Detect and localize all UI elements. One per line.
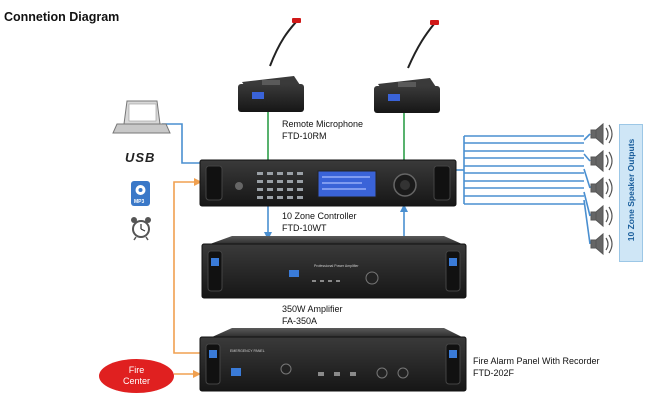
mp3-label: MP3 — [134, 199, 145, 205]
remote-mic-2 — [374, 20, 440, 113]
speaker-icon-1 — [590, 122, 613, 146]
remote-mic-model: FTD-10RM — [282, 131, 327, 141]
zone-controller-device — [199, 159, 457, 207]
speaker-icon-3 — [590, 176, 613, 200]
laptop-connection — [162, 123, 200, 164]
zone-output-lines — [455, 135, 584, 205]
usb-label: USB — [125, 150, 155, 165]
remote-mic-name: Remote Microphone — [282, 119, 364, 129]
zone-outputs-label: 10 Zone Speaker Outputs — [626, 138, 636, 242]
fire-center-line2: Center — [122, 376, 150, 386]
alarm-to-controller-line — [173, 178, 202, 354]
alarm-panel-text: EMERGENCY PANEL — [230, 349, 265, 353]
amplifier-label: 350W Amplifier FA-350A — [282, 303, 343, 327]
speaker-icon-2 — [590, 149, 613, 173]
speaker-icons — [590, 122, 613, 256]
remote-mic-label: Remote Microphone FTD-10RM — [282, 118, 363, 142]
speaker-icon-4 — [590, 204, 613, 228]
amplifier-model: FA-350A — [282, 316, 318, 326]
laptop-icon — [112, 100, 171, 134]
zone-outputs-box: 10 Zone Speaker Outputs — [619, 124, 643, 262]
amplifier-name: 350W Amplifier — [282, 304, 343, 314]
fire-alarm-panel-label: Fire Alarm Panel With Recorder FTD-202F — [473, 355, 600, 379]
fire-center-node: Fire Center — [99, 359, 174, 393]
fire-alarm-panel-model: FTD-202F — [473, 368, 515, 378]
speaker-icon-5 — [590, 232, 613, 256]
alarm-clock-icon — [131, 217, 151, 241]
mp3-icon — [131, 181, 150, 206]
amplifier-panel-text: Professional Power Amplifier — [314, 264, 359, 268]
zone-controller-model: FTD-10WT — [282, 223, 327, 233]
amplifier-device — [201, 236, 467, 299]
speaker-link-lines — [583, 133, 591, 245]
fire-alarm-panel-name: Fire Alarm Panel With Recorder — [473, 356, 600, 366]
zone-controller-label: 10 Zone Controller FTD-10WT — [282, 210, 357, 234]
fire-center-line1: Fire — [128, 365, 145, 375]
remote-mic-1 — [238, 18, 304, 112]
fire-alarm-panel-device — [199, 328, 467, 392]
diagram-title: Connetion Diagram — [4, 10, 120, 24]
zone-controller-name: 10 Zone Controller — [282, 211, 357, 221]
